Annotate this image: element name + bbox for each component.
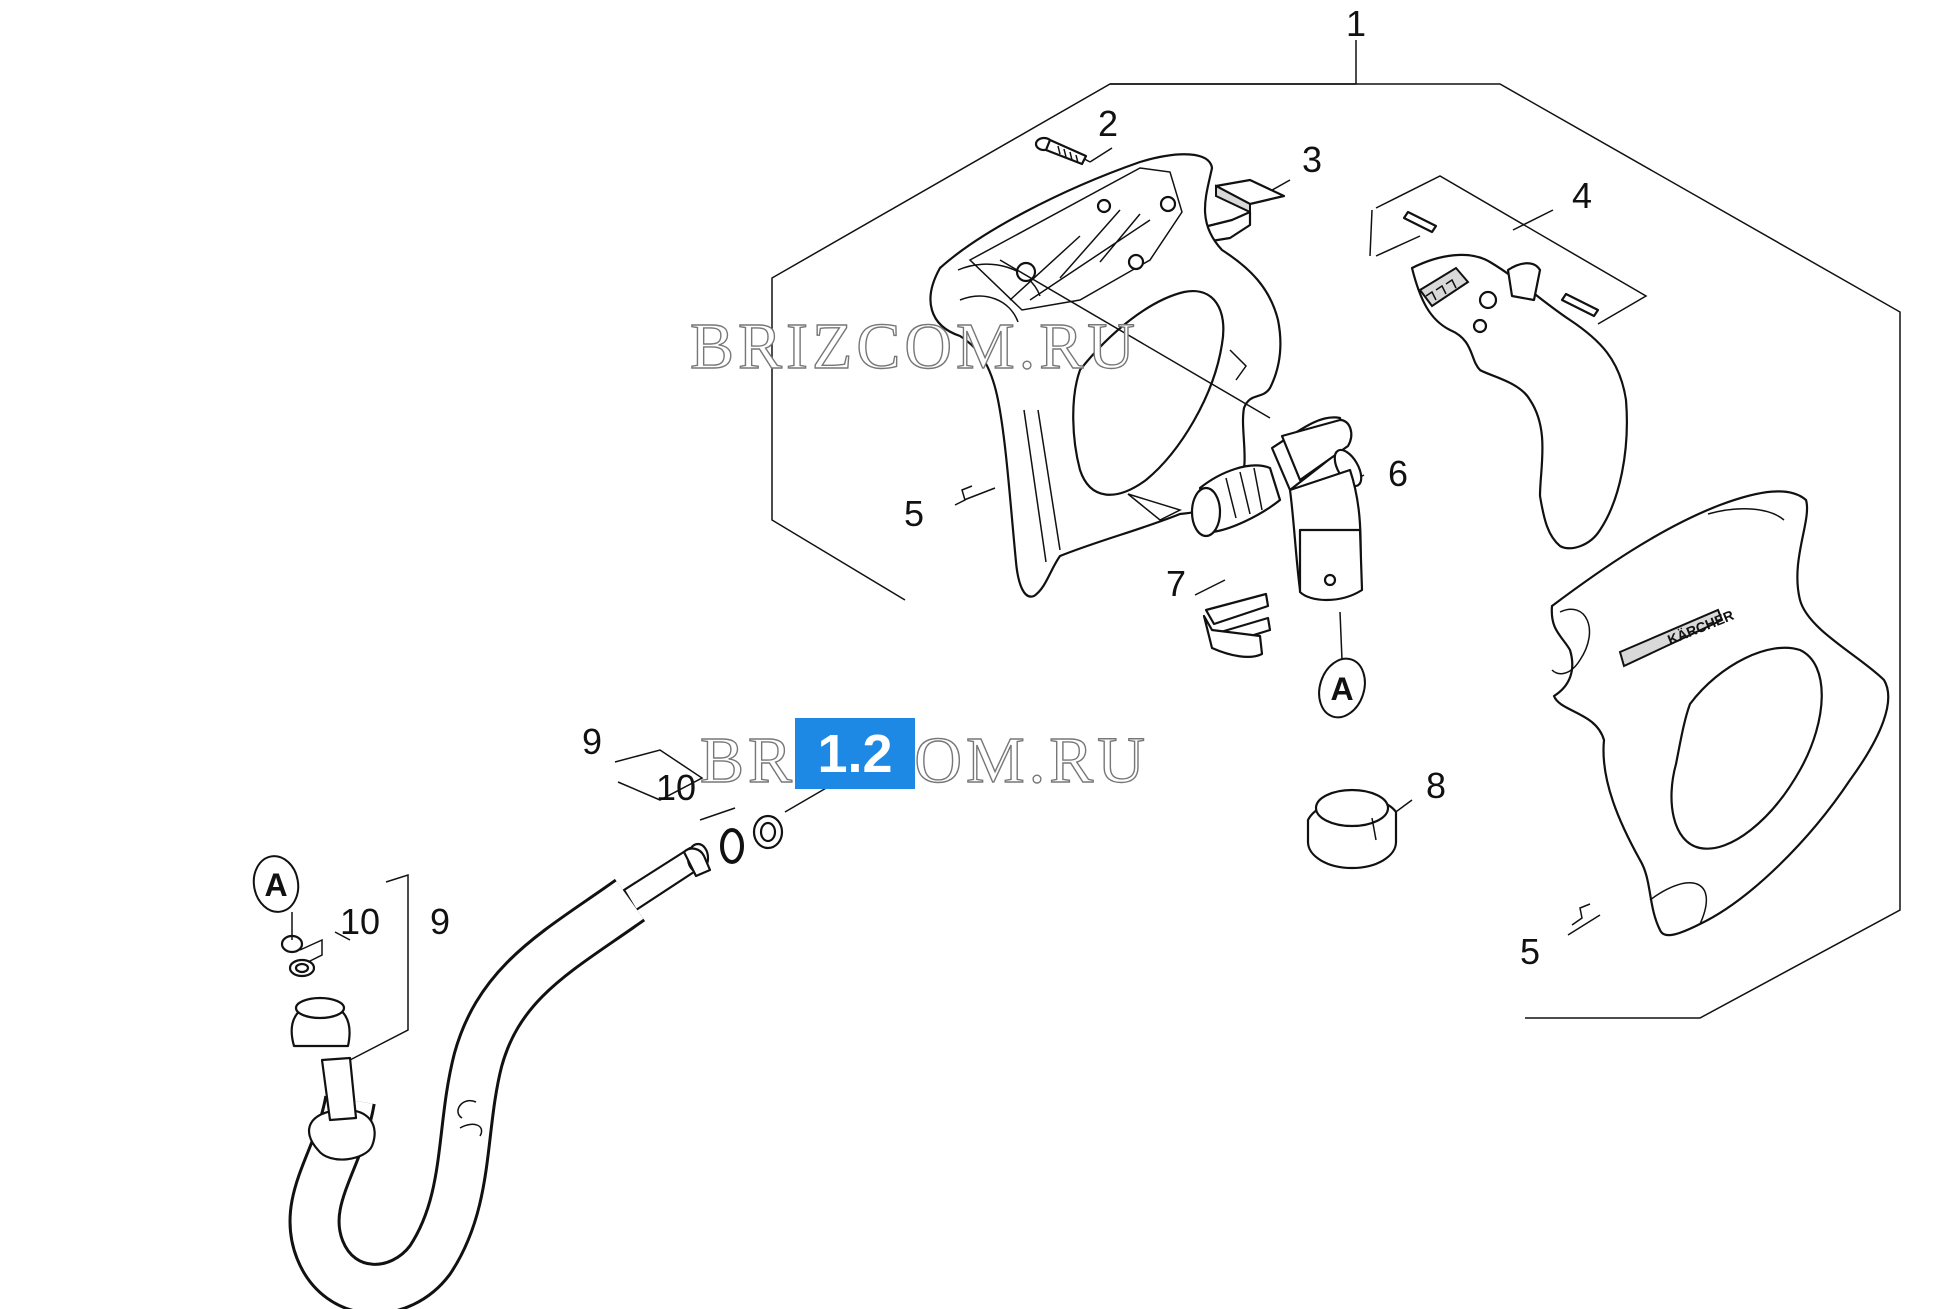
label-9-middle: 9 bbox=[582, 721, 602, 762]
watermark-lower: BRIZCOM.RU bbox=[700, 724, 1149, 797]
label-5-left: 5 bbox=[904, 493, 924, 534]
svg-text:1.2: 1.2 bbox=[817, 724, 892, 784]
svg-text:A: A bbox=[1330, 671, 1353, 707]
high-pressure-hose[interactable] bbox=[280, 842, 712, 1309]
part-labels: 1 2 3 4 5 6 7 8 5 9 10 10 9 bbox=[340, 3, 1592, 972]
label-3: 3 bbox=[1302, 139, 1322, 180]
label-10-middle: 10 bbox=[656, 767, 696, 808]
label-4: 4 bbox=[1572, 175, 1592, 216]
label-6: 6 bbox=[1388, 453, 1408, 494]
part-4-trigger[interactable] bbox=[1402, 210, 1628, 550]
part-2-screw[interactable] bbox=[1034, 136, 1088, 166]
label-9-lower: 9 bbox=[430, 901, 450, 942]
part-6-elbow-fitting[interactable] bbox=[1190, 416, 1367, 601]
svg-text:A: A bbox=[264, 867, 287, 903]
label-10-lower: 10 bbox=[340, 901, 380, 942]
watermark-upper: BRIZCOM.RU bbox=[690, 310, 1139, 383]
label-5-right: 5 bbox=[1520, 931, 1540, 972]
right-housing-half[interactable]: KÄRCHER bbox=[1550, 490, 1890, 937]
part-8-bushing[interactable] bbox=[1306, 788, 1398, 870]
part-7-retaining-clip[interactable] bbox=[1202, 592, 1272, 658]
label-8: 8 bbox=[1426, 765, 1446, 806]
left-housing-half[interactable] bbox=[929, 153, 1282, 598]
label-2: 2 bbox=[1098, 103, 1118, 144]
connector-a-lower-icon: A bbox=[252, 855, 300, 913]
o-rings-middle[interactable] bbox=[720, 814, 784, 864]
label-7: 7 bbox=[1166, 563, 1186, 604]
connector-a-upper-icon: A bbox=[1318, 657, 1366, 719]
label-1: 1 bbox=[1346, 3, 1366, 44]
watermarks: BRIZCOM.RU BRIZCOM.RU bbox=[689, 309, 1149, 797]
highlight-overlay: 1.2 bbox=[795, 718, 915, 789]
assembly-outline bbox=[771, 40, 1901, 1019]
